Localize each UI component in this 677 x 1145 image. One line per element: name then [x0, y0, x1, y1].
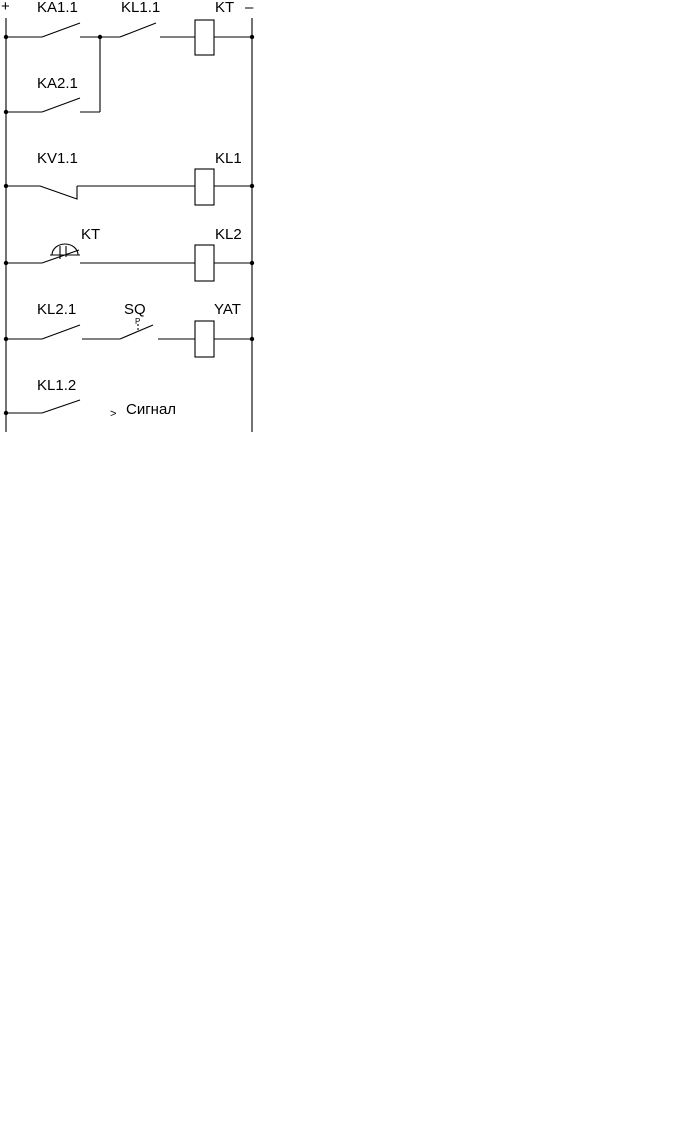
coil-kl2 [194, 244, 215, 282]
negative-rail-label: – [245, 0, 254, 16]
contact-sq [119, 324, 154, 340]
contact-kl1-1 [119, 22, 157, 38]
row-kl2-circuit: KT KL2 [3, 226, 255, 282]
row-signal-circuit: KL1.2 > Сигнал [3, 377, 176, 420]
label-coil-kl2: KL2 [215, 226, 242, 243]
label-sq: SQ [124, 301, 146, 318]
row-yat-circuit: P KL2.1 SQ YAT [3, 301, 255, 358]
row-kl1-circuit: KV1.1 KL1 [3, 150, 255, 206]
label-kl2-1: KL2.1 [37, 301, 76, 318]
coil-yat [194, 320, 215, 358]
contact-kl2-1 [41, 324, 81, 340]
label-kl1-2: KL1.2 [37, 377, 76, 394]
label-ka2-1: KA2.1 [37, 75, 78, 92]
label-sq-mark: P [135, 317, 140, 326]
label-ka1-1: KA1.1 [37, 0, 78, 16]
signal-arrow-icon: > [110, 408, 116, 420]
label-kt-timed: KT [81, 226, 100, 243]
label-signal: Сигнал [126, 401, 176, 418]
contact-ka2-1 [41, 97, 81, 113]
label-kl1-1: KL1.1 [121, 0, 160, 16]
coil-kl1 [194, 168, 215, 206]
label-coil-kl1: KL1 [215, 150, 242, 167]
label-coil-kt: KT [215, 0, 234, 16]
label-coil-yat: YAT [214, 301, 241, 318]
contact-ka1-1 [41, 22, 81, 38]
contact-kl1-2 [41, 399, 81, 414]
contact-kv1-1 [39, 185, 78, 200]
positive-rail-label: + [1, 0, 10, 15]
row-kt-circuit: KA1.1 KL1.1 KT KA2.1 [3, 0, 255, 115]
label-kv1-1: KV1.1 [37, 150, 78, 167]
coil-kt [194, 19, 215, 56]
time-delay-icon [50, 243, 80, 259]
